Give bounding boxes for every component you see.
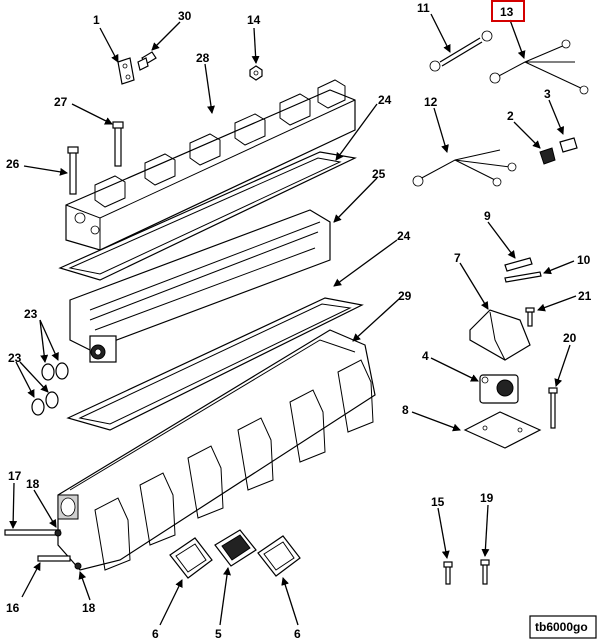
part-6-gasket-right[interactable] — [257, 535, 301, 577]
callout-28: 28 — [196, 51, 210, 65]
part-23-o-rings[interactable] — [31, 362, 69, 416]
part-21-screw[interactable] — [525, 307, 535, 327]
part-28-rocker-cover[interactable] — [65, 79, 356, 251]
callout-6-left: 6 — [152, 627, 159, 641]
callout-26: 26 — [6, 157, 20, 171]
part-6-gasket-left[interactable] — [169, 537, 213, 579]
part-4-relay[interactable] — [479, 374, 519, 404]
part-18-washer-lower[interactable] — [74, 562, 82, 570]
callout-18-lower: 18 — [82, 601, 96, 615]
callout-29: 29 — [398, 289, 412, 303]
callout-10: 10 — [577, 253, 591, 267]
callout-27: 27 — [54, 95, 68, 109]
callout-17: 17 — [8, 469, 22, 483]
callout-18-upper: 18 — [26, 477, 40, 491]
callout-8: 8 — [402, 403, 409, 417]
part-15-bolt[interactable] — [443, 561, 453, 585]
callout-13-highlight-box — [491, 0, 525, 22]
callout-4: 4 — [422, 349, 429, 363]
callout-9: 9 — [484, 209, 491, 223]
callout-2: 2 — [507, 109, 514, 123]
callout-21: 21 — [578, 289, 592, 303]
part-5-heater[interactable] — [214, 529, 257, 567]
part-9-strap[interactable] — [504, 257, 533, 272]
part-7-bracket[interactable] — [469, 309, 531, 361]
callout-5: 5 — [215, 627, 222, 641]
part-1-bracket[interactable] — [117, 57, 135, 85]
part-11-cable[interactable] — [429, 30, 493, 72]
callout-30: 30 — [178, 9, 192, 23]
figure-id: tb6000go — [535, 620, 588, 634]
callout-24-lower: 24 — [397, 229, 411, 243]
callout-13[interactable]: 13 — [500, 5, 514, 19]
part-16-bolt[interactable] — [37, 555, 71, 562]
callout-6-right: 6 — [294, 627, 301, 641]
part-18-washer-upper[interactable] — [54, 529, 62, 537]
part-12-harness[interactable] — [412, 149, 517, 187]
callout-labels: 1 2 3 4 5 6 6 7 8 9 10 11 12 13 14 15 16… — [6, 0, 592, 641]
part-10-strap[interactable] — [504, 271, 542, 283]
callout-19: 19 — [480, 491, 494, 505]
part-8-plate[interactable] — [463, 411, 542, 449]
callout-16: 16 — [6, 601, 20, 615]
figure-id-box: tb6000go — [529, 615, 597, 639]
callout-14: 14 — [247, 13, 261, 27]
part-27-bolt[interactable] — [112, 121, 124, 167]
part-19-bolt[interactable] — [480, 559, 490, 585]
part-30-screw[interactable] — [137, 51, 157, 71]
callout-12: 12 — [424, 95, 438, 109]
part-20-bolt[interactable] — [548, 387, 558, 429]
callout-15: 15 — [431, 495, 445, 509]
part-24-gasket-lower[interactable] — [66, 297, 364, 431]
part-3-clip[interactable] — [559, 137, 578, 153]
part-25-rocker-housing[interactable] — [69, 209, 331, 363]
part-14-nut[interactable] — [249, 65, 263, 81]
part-24-gasket-upper[interactable] — [58, 151, 357, 281]
callout-25: 25 — [372, 167, 386, 181]
part-2-clip[interactable] — [539, 147, 556, 165]
leader-arrows — [9, 13, 577, 626]
part-26-bolt[interactable] — [67, 146, 79, 195]
part-13-harness[interactable] — [489, 39, 589, 95]
callout-24-upper: 24 — [378, 93, 392, 107]
callout-11: 11 — [417, 1, 430, 15]
callout-23-upper: 23 — [24, 307, 38, 321]
callout-23-lower: 23 — [8, 351, 22, 365]
part-29-intake-manifold[interactable] — [57, 329, 376, 571]
callout-7: 7 — [454, 251, 461, 265]
callout-3: 3 — [544, 87, 551, 101]
callout-1: 1 — [93, 13, 100, 27]
callout-20: 20 — [563, 331, 577, 345]
part-17-stud[interactable] — [4, 529, 61, 536]
